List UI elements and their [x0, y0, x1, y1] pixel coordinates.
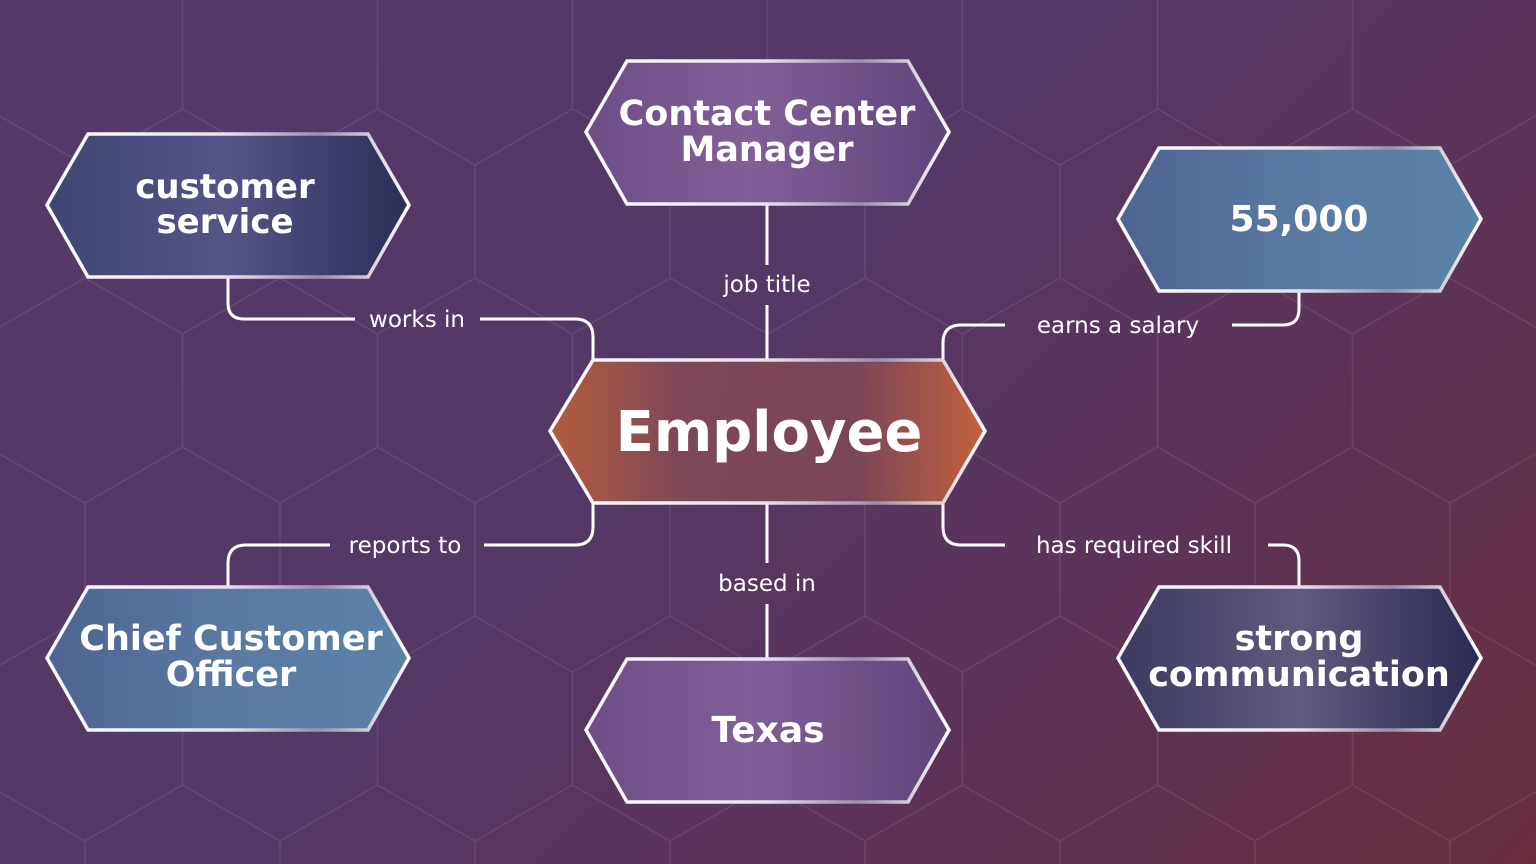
edge-label-job-title: job title — [722, 272, 810, 298]
svg-text:55,000: 55,000 — [1230, 199, 1369, 240]
node-salary: 55,000 — [1115, 146, 1484, 293]
edge-label-reports-to: reports to — [349, 533, 462, 559]
connector-has-skill — [941, 503, 1301, 587]
svg-text:Texas: Texas — [711, 710, 824, 751]
edge-label-has-skill: has required skill — [1036, 533, 1232, 559]
svg-text:Employee: Employee — [616, 400, 923, 465]
connector-reports-to — [226, 503, 595, 587]
connector-works-in — [226, 277, 595, 360]
connectors — [226, 204, 1301, 659]
node-texas: Texas — [583, 657, 952, 804]
edge-label-earns-salary: earns a salary — [1037, 313, 1199, 339]
edge-label-based-in: based in — [718, 571, 816, 597]
edge-label-works-in: works in — [369, 307, 465, 333]
connector-earns-salary — [941, 291, 1301, 360]
node-employee: Employee — [547, 358, 988, 505]
